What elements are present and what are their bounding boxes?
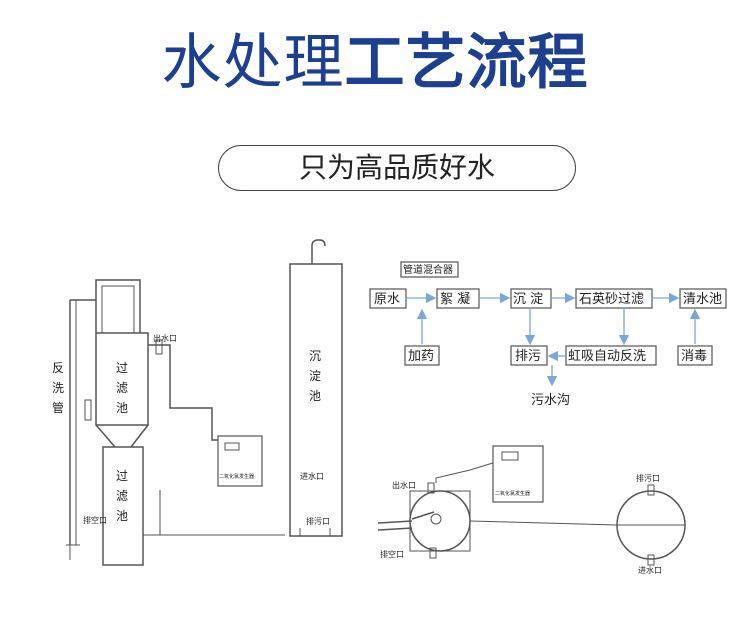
upper-filter-char-3: 池 [116,401,128,415]
lower-filter-char-3: 池 [116,509,128,523]
flowchart [369,261,727,387]
tank-inlet-label: 进水口 [300,471,324,481]
sewer-label: 污水沟 [531,393,570,408]
dosing-label: 加药 [408,349,434,364]
raw-water-label: 原水 [374,292,400,307]
plan-outlet-label: 出水口 [392,480,416,490]
backwash-char-3: 管 [52,400,64,415]
settling-char-1: 沉 [309,349,321,363]
flocculation-label: 絮 凝 [440,291,470,307]
tower-filter [66,279,285,566]
subtitle-pill: 只为高品质好水 [218,145,576,191]
upper-filter-char-2: 滤 [116,381,128,395]
lower-filter-char-2: 滤 [116,489,128,503]
quartz-filter-label: 石英砂过滤 [579,292,644,307]
settling-char-3: 池 [309,389,321,403]
backwash-char-1: 反 [52,361,64,375]
plan-drain-label: 排污口 [636,473,660,483]
title-part-1: 水处理 [161,28,345,98]
upper-filter-char-1: 过 [116,361,128,375]
sewage-discharge-label: 排污 [515,349,541,364]
left-vent-label: 排空口 [83,515,107,525]
plan-view [377,445,686,566]
chlorine-dioxide-generator-left: 二氧化氯发生器 [217,435,263,487]
left-generator-label: 二氧化氯发生器 [219,473,254,480]
clean-tank-label: 清水池 [683,292,722,307]
plan-generator-label: 二氧化氯发生器 [495,490,530,497]
page-title: 水处理工艺流程 [0,28,750,98]
disinfection-label: 消毒 [681,349,707,364]
title-part-2: 工艺流程 [344,28,589,98]
settling-tank [289,239,343,537]
tank-drain-label: 排污口 [306,516,330,526]
pipe-mixer-label: 管道混合器 [403,263,453,276]
plan-inlet-label: 进水口 [638,565,662,575]
sedimentation-label: 沉 淀 [513,292,543,307]
backwash-char-2: 洗 [52,381,64,395]
lower-filter-label: 过 滤 池 [116,469,128,523]
backwash-pipe-label: 反 洗 管 [52,361,64,415]
upper-filter-label: 过 滤 池 [116,361,128,415]
siphon-backwash-label: 虹吸自动反洗 [568,349,646,364]
lower-filter-char-1: 过 [116,469,128,483]
plan-vent-label: 排空口 [380,549,404,559]
settling-char-2: 淀 [309,369,321,383]
left-outlet-label: 出水口 [153,333,177,343]
